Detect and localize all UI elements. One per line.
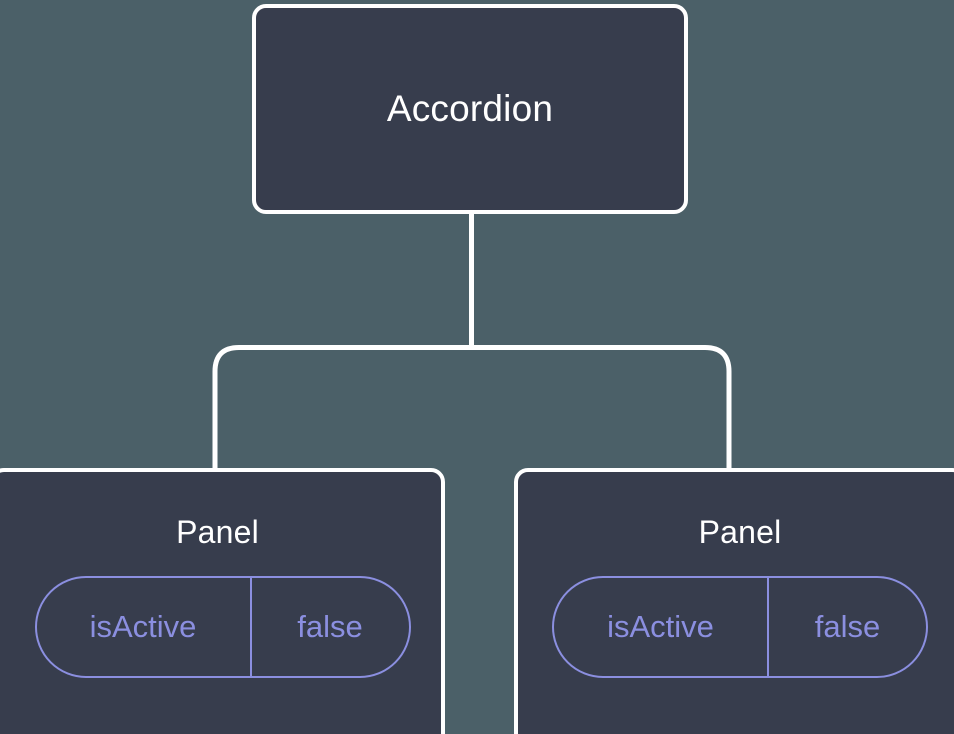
node-accordion-label: Accordion (386, 88, 554, 129)
node-panel-1[interactable]: Panel isActive false (0, 468, 445, 734)
state-badge-key: isActive (554, 578, 769, 676)
node-panel-2-label: Panel (698, 514, 782, 550)
state-badge-key: isActive (37, 578, 252, 676)
node-panel-2[interactable]: Panel isActive false (514, 468, 954, 734)
node-accordion[interactable]: Accordion (252, 4, 688, 214)
state-badge-value: false (814, 609, 881, 644)
state-badge-is-active-2[interactable]: isActive false (552, 576, 928, 678)
state-badge-is-active-1[interactable]: isActive false (34, 576, 411, 678)
edge-to-panel-left (212, 345, 472, 468)
edge-to-panel-right (471, 345, 732, 468)
node-panel-1-label: Panel (176, 514, 259, 550)
state-badge-value: false (297, 609, 363, 644)
